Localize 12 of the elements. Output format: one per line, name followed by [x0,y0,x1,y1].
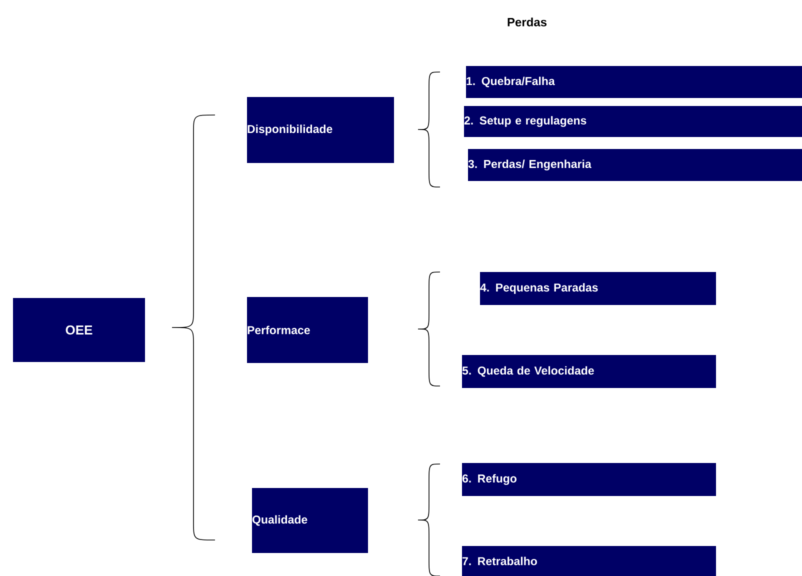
category-box: Disponibilidade [247,97,394,163]
loss-box: 6. Refugo [462,463,716,496]
loss-box: 7. Retrabalho [462,546,716,576]
loss-box: 2. Setup e regulagens [464,106,802,137]
category-box: Qualidade [252,488,368,553]
category-box: OEE [13,298,145,362]
loss-box: 5. Queda de Velocidade [462,355,716,388]
title: Perdas [508,18,547,26]
loss-box: 4. Pequenas Paradas [480,272,716,305]
loss-box: 1. Quebra/Falha [466,66,802,98]
loss-box: 3. Perdas/ Engenharia [468,149,802,181]
category-box: Performace [247,297,368,363]
